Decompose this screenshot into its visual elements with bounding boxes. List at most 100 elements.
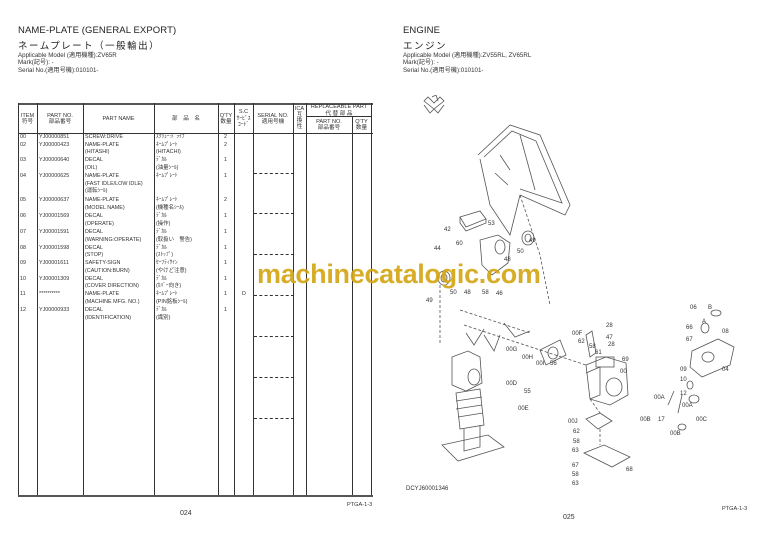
page-number: 024 [180, 510, 192, 517]
serial-divider [254, 213, 294, 214]
svg-text:63: 63 [572, 481, 579, 487]
table-top-rule [18, 103, 373, 105]
part-name: DECAL [85, 229, 103, 235]
column-line [218, 103, 219, 497]
header-part-name: PART NAME [83, 105, 154, 133]
part-name-detail: (CAUTION:BURN) [85, 267, 130, 274]
header-label: 換 [296, 118, 303, 124]
svg-text:09: 09 [680, 367, 687, 373]
serial-divider [254, 336, 294, 337]
quantity: 1 [224, 213, 227, 219]
part-name-jp: ﾃﾞｶﾙ [156, 307, 167, 313]
svg-text:00B: 00B [640, 417, 651, 423]
part-number: YJ00000933 [39, 307, 70, 313]
svg-text:10: 10 [680, 377, 687, 383]
part-name: NAME-PLATE [85, 173, 120, 179]
item-number: 06 [20, 213, 26, 219]
svg-text:55: 55 [524, 389, 531, 395]
svg-text:63: 63 [572, 448, 579, 454]
footer-code: PTGA-1-3 [347, 502, 373, 508]
part-name-jp-detail: (運転ｼｰﾙ) [85, 188, 108, 195]
part-name-jp-detail: (取扱い 警告) [156, 236, 192, 243]
svg-text:58: 58 [572, 472, 579, 478]
header-label: S.C [238, 109, 249, 116]
svg-text:04: 04 [722, 367, 729, 373]
part-name: DECAL [85, 275, 103, 282]
svg-text:48: 48 [464, 290, 471, 296]
header-label: 互 [296, 112, 303, 119]
part-name-jp-detail: (操作) [156, 220, 171, 227]
svg-text:A: A [702, 319, 706, 325]
part-number: YJ00000640 [39, 157, 70, 163]
parts-table: ITEM 符号 PART NO. 部品番号 PART NAME 部 品 名 Q'… [18, 103, 373, 497]
part-number: YJ00000625 [39, 173, 70, 179]
part-name: NAME-PLATE [85, 141, 120, 148]
svg-text:12: 12 [680, 391, 687, 397]
svg-text:B: B [708, 305, 712, 311]
item-number: 08 [20, 244, 26, 251]
svg-text:17: 17 [658, 417, 665, 423]
part-name-detail: (OPERATE) [85, 220, 114, 227]
column-line [253, 103, 254, 497]
part-name-jp-detail: (機種名ｼｰﾙ) [156, 204, 184, 211]
part-name: DECAL [85, 244, 103, 251]
part-number: YJ00000423 [39, 141, 70, 148]
part-name-jp-detail: (やけど注意) [156, 267, 187, 274]
serial-divider [254, 418, 294, 419]
part-name-detail: (MACHINE MFG. NO.) [85, 298, 140, 305]
header-replaceable: REPLACEABLE PART 代 替 部 品 [306, 104, 372, 117]
page-title-en: ENGINE [403, 25, 441, 36]
header-label: Q'TY [219, 112, 233, 119]
header-label: ICA [294, 106, 305, 113]
part-name-jp: ﾈｰﾑﾌﾟﾚｰﾄ [156, 291, 178, 297]
header-label: SERIAL NO. [257, 112, 289, 119]
svg-text:08: 08 [722, 329, 729, 335]
svg-text:00H: 00H [522, 355, 533, 361]
column-line [352, 117, 353, 497]
item-number: 10 [20, 275, 26, 282]
svg-text:56: 56 [550, 361, 557, 367]
header-label: ITEM [20, 112, 35, 119]
watermark: machinecatalogic.com [257, 259, 541, 289]
svg-text:00F: 00F [572, 331, 583, 337]
item-number: 12 [20, 307, 26, 313]
serial-divider [254, 377, 294, 378]
svg-text:62: 62 [578, 339, 585, 345]
svg-text:50: 50 [517, 249, 524, 255]
svg-text:00A: 00A [682, 403, 693, 409]
header-label: ｻｰﾋﾞｽ [236, 115, 251, 122]
part-name: DECAL [85, 157, 103, 163]
header-label: 適用号機 [261, 119, 285, 125]
column-line [154, 103, 155, 497]
part-name-jp: ﾃﾞｶﾙ [156, 157, 167, 163]
svg-text:62: 62 [573, 429, 580, 435]
header-label: 性 [296, 123, 303, 130]
item-number: 03 [20, 157, 26, 163]
header-label: 符号 [21, 119, 34, 125]
part-name-jp: ｽｸﾘｭｰ:ﾄﾞﾗｲﾌﾞ [156, 134, 188, 140]
column-line [234, 103, 235, 497]
header-label: REPLACEABLE PART [310, 104, 368, 110]
svg-text:61: 61 [595, 350, 602, 356]
page-title-jp: エンジン [403, 41, 448, 52]
page-title-jp: ネームプレート（一般輸出） [18, 41, 161, 52]
svg-text:00B: 00B [670, 431, 681, 437]
part-number: ********** [39, 291, 60, 297]
page-title-en: NAME-PLATE (GENERAL EXPORT) [18, 25, 177, 36]
header-repl-part-no: PART NO. 部品番号 [306, 117, 352, 133]
left-page: NAME-PLATE (GENERAL EXPORT) ネームプレート（一般輸出… [18, 25, 373, 517]
part-name: NAME-PLATE [85, 197, 120, 203]
part-name-detail: (FAST IDLE/LOW IDLE) [85, 180, 143, 187]
svg-text:49: 49 [529, 238, 536, 244]
header-label: PART NO. [47, 112, 73, 119]
svg-text:58: 58 [482, 290, 489, 296]
svg-text:28: 28 [608, 342, 615, 348]
part-name-jp-detail: (ｶﾊﾞｰ向き) [156, 283, 182, 290]
quantity: 1 [224, 275, 227, 282]
page-meta: Applicable Model (適用機種):ZV55RL, ZV65RL M… [403, 52, 531, 74]
svg-text:00I: 00I [536, 361, 545, 367]
header-label: 部品番号 [317, 125, 341, 131]
column-line [18, 103, 19, 497]
table-bottom-rule [18, 495, 373, 497]
header-label: 部 品 名 [172, 115, 200, 122]
